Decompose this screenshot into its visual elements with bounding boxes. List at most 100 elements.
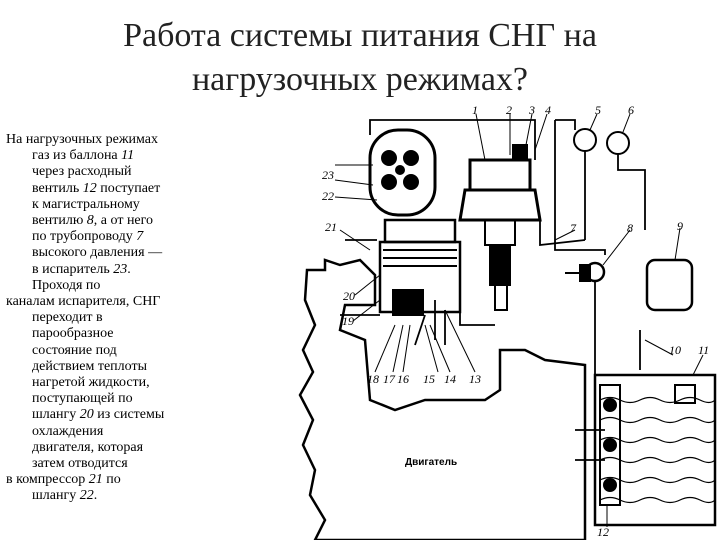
main-valve-8 — [565, 261, 606, 283]
text-segment: состояние под — [32, 342, 117, 358]
text-segment: На нагрузочных режимах — [6, 132, 158, 147]
callout-20: 20 — [343, 289, 355, 303]
text-line: высокого давления — — [6, 245, 211, 261]
callout-2: 2 — [506, 103, 512, 117]
text-line: состояние под — [6, 343, 211, 359]
text-line: каналам испарителя, СНГ — [6, 294, 211, 310]
text-line: нагретой жидкости, — [6, 375, 211, 391]
text-segment: Проходя по — [32, 277, 101, 293]
reference-number: 8 — [86, 213, 94, 229]
text-line: вентиль 12 поступает — [6, 181, 211, 197]
callout-18: 18 — [367, 372, 379, 386]
text-line: шлангу 22. — [6, 488, 211, 504]
filter-9 — [645, 258, 694, 312]
text-segment: переходит в — [32, 310, 103, 326]
callout-12: 12 — [597, 525, 609, 539]
reducer-unit — [378, 218, 462, 316]
text-segment: шлангу — [32, 407, 80, 423]
callout-21: 21 — [325, 220, 337, 234]
text-line: парообразное — [6, 326, 211, 342]
callout-4: 4 — [545, 103, 551, 117]
text-line: На нагрузочных режимах — [6, 132, 211, 148]
text-line: поступающей по — [6, 391, 211, 407]
callout-19: 19 — [342, 314, 354, 328]
text-line: переходит в — [6, 310, 211, 326]
text-segment: парообразное — [32, 326, 114, 342]
callout-7: 7 — [570, 221, 577, 235]
engine-label: Двигатель — [405, 457, 457, 468]
callout-10: 10 — [669, 343, 681, 357]
text-line: Проходя по — [6, 278, 211, 294]
text-line: вентилю 8, а от него — [6, 213, 211, 229]
reference-number: 21 — [88, 472, 103, 488]
engine-outline — [298, 258, 587, 540]
text-segment: поступающей по — [32, 391, 133, 407]
mixer-unit — [458, 144, 542, 311]
callout-17: 17 — [383, 372, 396, 386]
text-segment: . — [127, 261, 131, 277]
text-segment: действием теплоты — [32, 358, 147, 374]
text-segment: вентиль — [32, 180, 83, 196]
callout-5: 5 — [595, 103, 601, 117]
text-segment: поступает — [96, 180, 161, 196]
callout-3: 3 — [528, 103, 535, 117]
text-segment: шлангу — [32, 488, 80, 504]
text-line: через расходный — [6, 164, 211, 180]
text-line: газ из баллона 11 — [6, 148, 211, 164]
text-segment: двигателя, которая — [32, 439, 144, 455]
pipelines — [340, 119, 646, 540]
text-segment: охлаждения — [32, 423, 104, 439]
text-line: шлангу 20 из системы — [6, 407, 211, 423]
callout-labels: 1 2 3 4 5 6 7 8 9 10 11 12 13 14 15 16 1… — [322, 103, 709, 539]
callout-1: 1 — [472, 103, 478, 117]
text-segment: к магистральному — [32, 196, 140, 212]
diagram-svg: Двигатель — [298, 103, 717, 540]
text-line: в компрессор 21 по — [6, 472, 211, 488]
text-segment: из системы — [93, 407, 165, 423]
text-segment: нагретой жидкости, — [32, 375, 150, 391]
slide-title-line-1: Работа системы питания СНГ на — [123, 17, 597, 54]
text-line: к магистральному — [6, 197, 211, 213]
text-segment: высокого давления — — [32, 245, 163, 261]
text-segment: газ из баллона — [32, 148, 122, 164]
flow-valve-12 — [599, 384, 621, 506]
evaporator-23 — [368, 128, 437, 217]
text-segment: вентилю — [32, 213, 87, 229]
text-segment: по трубопроводу — [32, 229, 137, 245]
reference-number: 11 — [121, 148, 135, 164]
text-segment: затем отводится — [32, 456, 128, 472]
text-line: затем отводится — [6, 456, 211, 472]
callout-16: 16 — [397, 372, 409, 386]
callout-6: 6 — [628, 103, 634, 117]
reference-number: 7 — [136, 229, 144, 245]
leader-lines — [334, 113, 704, 527]
slide-title-line-2: нагрузочных режимах? — [191, 61, 528, 98]
lpg-system-diagram: Двигатель — [285, 100, 720, 540]
slide-title: Работа системы питания СНГ на нагрузочны… — [40, 14, 680, 102]
callout-14: 14 — [444, 372, 456, 386]
reference-number: 22 — [79, 488, 94, 504]
text-segment: . — [93, 488, 98, 504]
text-line: в испаритель 23. — [6, 262, 211, 278]
callout-11: 11 — [698, 343, 709, 357]
reference-number: 12 — [82, 180, 97, 196]
reference-number: 23 — [113, 261, 128, 277]
text-line: по трубопроводу 7 — [6, 229, 211, 245]
callout-15: 15 — [423, 372, 435, 386]
text-line: действием теплоты — [6, 359, 211, 375]
pressure-gauge-5 — [573, 128, 597, 152]
gas-cylinder-11 — [593, 373, 717, 527]
pressure-gauge-6 — [606, 131, 630, 155]
callout-23: 23 — [322, 168, 334, 182]
callout-22: 22 — [322, 189, 334, 203]
text-segment: каналам испарителя, СНГ — [6, 294, 161, 310]
reference-number: 20 — [79, 407, 94, 423]
callout-9: 9 — [677, 219, 683, 233]
text-segment: в компрессор — [6, 472, 89, 488]
callout-13: 13 — [469, 372, 481, 386]
text-line: двигателя, которая — [6, 440, 211, 456]
